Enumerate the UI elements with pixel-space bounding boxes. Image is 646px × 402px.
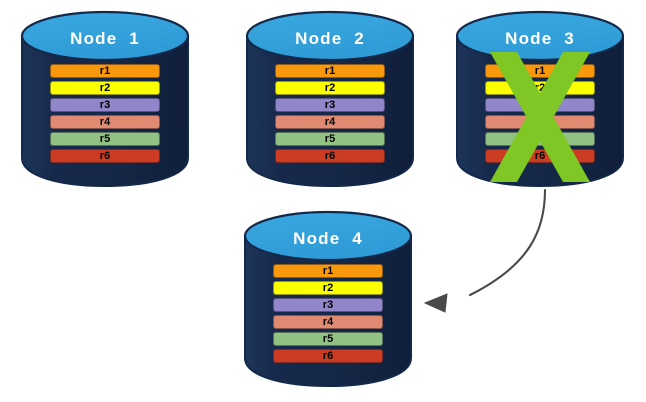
row-r1[interactable]: r1 (50, 64, 160, 78)
cylinder-top (245, 10, 415, 62)
replication-arrow-path (468, 188, 547, 297)
row-r3[interactable]: r3 (275, 98, 385, 112)
node-1-rows: r1 r2 r3 r4 r5 r6 (50, 64, 160, 163)
row-r6[interactable]: r6 (50, 149, 160, 163)
replication-arrow-head (423, 293, 448, 313)
row-r4[interactable]: r4 (275, 115, 385, 129)
row-r6[interactable]: r6 (485, 149, 595, 163)
row-r3[interactable]: r3 (273, 298, 383, 312)
row-r1[interactable]: r1 (273, 264, 383, 278)
row-r5[interactable]: r5 (485, 132, 595, 146)
row-r2[interactable]: r2 (275, 81, 385, 95)
row-r2[interactable]: r2 (273, 281, 383, 295)
row-r4[interactable]: r4 (273, 315, 383, 329)
row-r4[interactable]: r4 (485, 115, 595, 129)
row-r2[interactable]: r2 (50, 81, 160, 95)
cylinder-top (20, 10, 190, 62)
row-r3[interactable]: r3 (485, 98, 595, 112)
row-r3[interactable]: r3 (50, 98, 160, 112)
row-r5[interactable]: r5 (275, 132, 385, 146)
cylinder-top (455, 10, 625, 62)
row-r4[interactable]: r4 (50, 115, 160, 129)
node-2-rows: r1 r2 r3 r4 r5 r6 (275, 64, 385, 163)
row-r1[interactable]: r1 (485, 64, 595, 78)
cylinder-top (243, 210, 413, 262)
row-r6[interactable]: r6 (273, 349, 383, 363)
row-r1[interactable]: r1 (275, 64, 385, 78)
node-4-rows: r1 r2 r3 r4 r5 r6 (273, 264, 383, 363)
row-r5[interactable]: r5 (50, 132, 160, 146)
row-r5[interactable]: r5 (273, 332, 383, 346)
row-r2[interactable]: r2 (485, 81, 595, 95)
row-r6[interactable]: r6 (275, 149, 385, 163)
node-3-rows: r1 r2 r3 r4 r5 r6 (485, 64, 595, 163)
